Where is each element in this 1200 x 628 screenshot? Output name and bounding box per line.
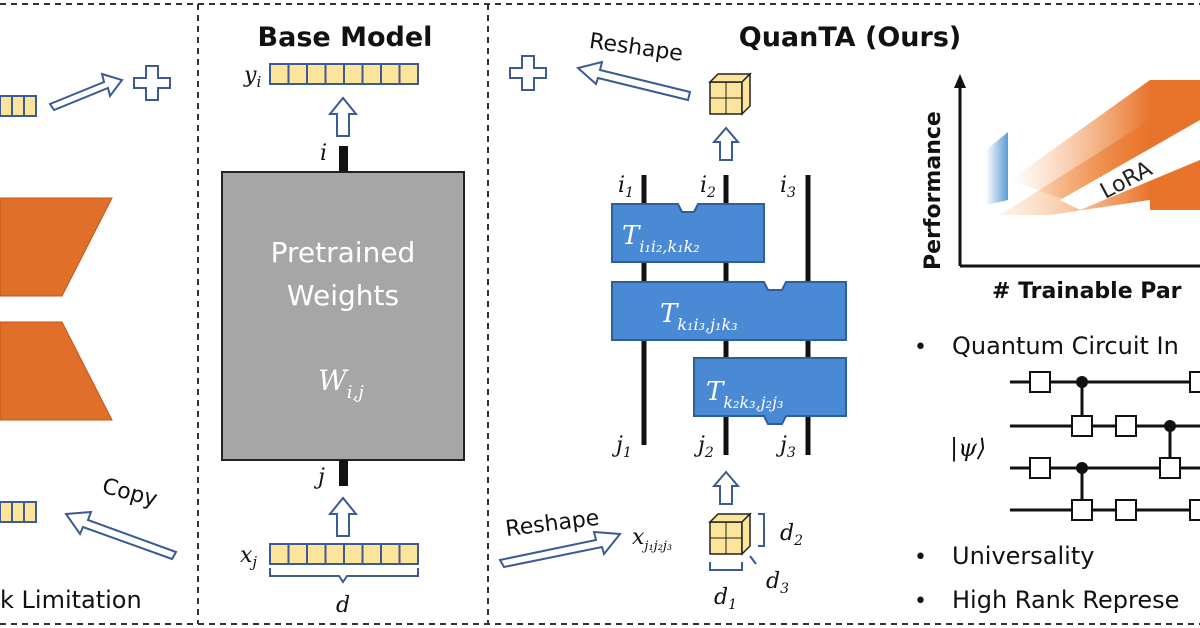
psi-label: |ψ⟩: [950, 434, 986, 463]
input-cell: [380, 543, 401, 565]
input-label: xj: [240, 543, 257, 571]
weights-line1: Pretrained: [271, 236, 416, 269]
tensor-t1: Ti₁i₂,k₁k₂: [611, 203, 765, 263]
pretrained-weights-box: [221, 171, 465, 461]
output-label: yi: [243, 63, 261, 91]
output-cell: [343, 63, 364, 85]
left-panel: Copy k Limitation: [0, 65, 178, 614]
reshape-bottom-label: Reshape: [504, 506, 601, 542]
x-axis-label: # Trainable Par: [992, 279, 1182, 304]
bullet-dot-3: •: [914, 589, 927, 614]
dim-brace: [269, 568, 419, 584]
lora-matrix-b: [0, 321, 113, 421]
top-index-i2: i2: [700, 173, 716, 201]
bullet-universality: Universality: [952, 542, 1094, 570]
input-cell: [343, 543, 364, 565]
quantum-circuit: |ψ⟩: [950, 371, 1200, 521]
output-cell: [269, 63, 290, 85]
bullet-high-rank: High Rank Represe: [952, 586, 1179, 614]
performance-chart: LoRA Performance # Trainable Par: [921, 74, 1200, 304]
input-cell: [306, 543, 327, 565]
input-cell: [324, 543, 345, 565]
input-cell: [361, 543, 382, 565]
left-input-cells: [0, 501, 37, 523]
bottom-indices: j1 j2 j3: [611, 433, 796, 461]
copy-label: Copy: [99, 474, 159, 513]
dim-brace-d2: [758, 513, 765, 547]
svg-text:Ti₁i₂,k₁k₂: Ti₁i₂,k₁k₂: [622, 221, 700, 256]
input-cell: [269, 543, 290, 565]
bottom-index-j1: j1: [611, 433, 632, 461]
quanta-up-arrow-bottom: [711, 470, 741, 505]
dim-brace-d3: [749, 555, 757, 565]
output-vector-cells: [269, 63, 419, 85]
output-cell: [361, 63, 382, 85]
lora-matrix-a: [0, 197, 113, 297]
left-arrow-to-plus: [48, 72, 124, 112]
left-plus-icon: [133, 65, 171, 101]
top-wire: [339, 146, 348, 172]
output-cell: [287, 63, 308, 85]
svg-text:Tk₁i₃,j₁k₃: Tk₁i₃,j₁k₃: [660, 299, 738, 334]
svg-text:Tk₂k₃,j₂j₃: Tk₂k₃,j₂j₃: [706, 377, 783, 412]
tensor-t3: Tk₂k₃,j₂j₃: [693, 357, 847, 425]
bullet-dot-2: •: [914, 545, 927, 570]
left-caption: k Limitation: [0, 586, 142, 614]
quanta-title: QuanTA (Ours): [739, 22, 961, 53]
tensor-t2: Tk₁i₃,j₁k₃: [611, 281, 847, 341]
output-cell: [380, 63, 401, 85]
y-axis-label: Performance: [921, 111, 946, 270]
left-output-cells: [0, 95, 37, 117]
input-cell: [287, 543, 308, 565]
y-axis-arrowhead: [954, 74, 966, 88]
input-tensor-cube: [708, 512, 752, 556]
white-band: [1060, 120, 1200, 210]
dim-brace-d1: [709, 562, 743, 571]
input-vector-cells: [269, 543, 419, 565]
dim-d3: d3: [766, 569, 789, 597]
up-arrow-top: [327, 96, 359, 137]
bullet-quantum-circuit: Quantum Circuit In: [952, 332, 1179, 360]
weights-line2: Weights: [287, 279, 399, 312]
right-panel: LoRA Performance # Trainable Par • Quant…: [914, 74, 1200, 614]
weight-symbol: Wi,j: [318, 364, 364, 403]
quanta-up-arrow-top: [711, 126, 741, 161]
copy-arrow: [64, 510, 178, 561]
top-index-i3: i3: [780, 173, 796, 201]
blue-band: [986, 132, 1008, 205]
output-cell: [398, 63, 419, 85]
top-index-label: i: [320, 141, 327, 166]
bullet-dot-1: •: [914, 335, 927, 360]
base-model-title: Base Model: [258, 22, 433, 53]
bottom-index-j2: j2: [693, 433, 714, 461]
dim-d1: d1: [714, 585, 737, 613]
quanta-panel: QuanTA (Ours) Reshape i1 i2 i3: [498, 22, 961, 613]
top-indices: i1 i2 i3: [618, 173, 796, 201]
up-arrow-bottom: [327, 496, 359, 537]
quanta-input-label: xj₁j₂j₃: [632, 525, 672, 554]
output-tensor-cube: [708, 72, 752, 116]
output-cell: [324, 63, 345, 85]
reshape-bottom-arrow: [498, 530, 622, 569]
output-cell: [306, 63, 327, 85]
quanta-plus-icon: [509, 55, 547, 91]
dim-label: d: [336, 593, 350, 618]
bottom-index-j3: j3: [775, 433, 796, 461]
bottom-wire: [339, 460, 348, 486]
dim-d2: d2: [780, 521, 803, 549]
input-cell: [398, 543, 419, 565]
base-model-panel: Base Model yi i Pretrained Weights Wi,j …: [221, 22, 465, 618]
bottom-index-label: j: [313, 465, 325, 490]
reshape-top-arrow: [575, 60, 692, 102]
top-index-i1: i1: [618, 173, 634, 201]
